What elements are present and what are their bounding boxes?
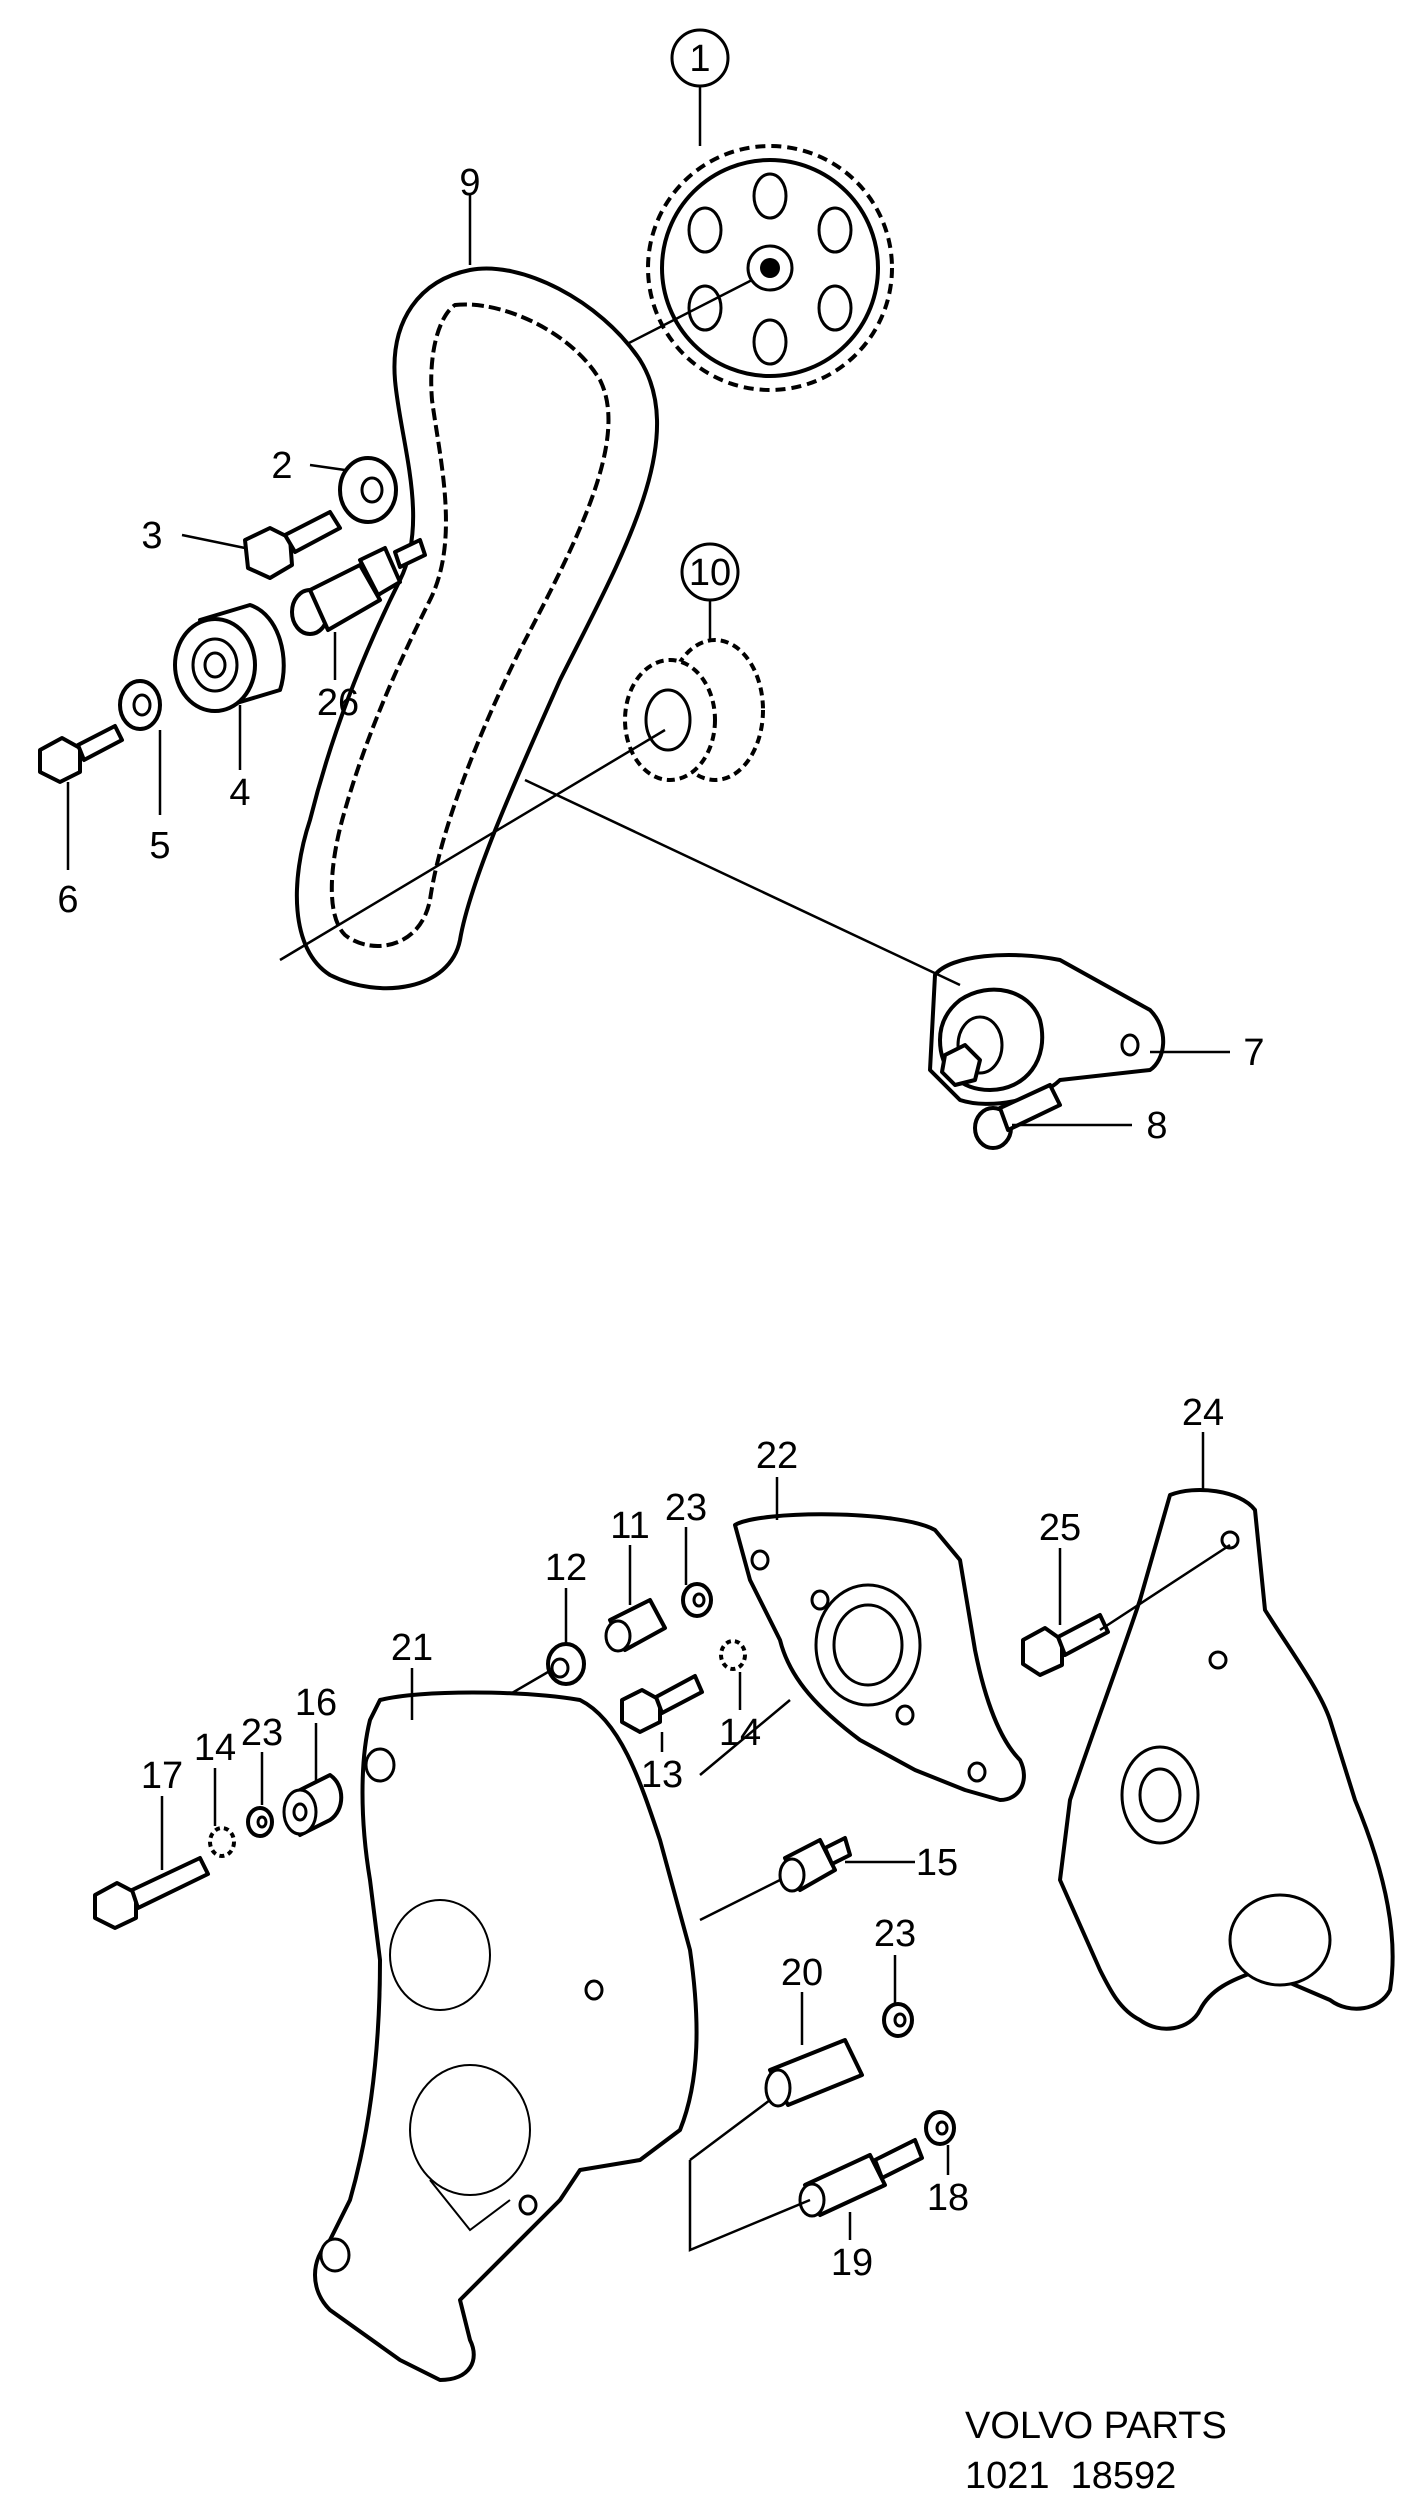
idler-pulley-part bbox=[173, 603, 286, 713]
callout-6: 6 bbox=[57, 879, 78, 921]
callout-17: 17 bbox=[141, 1755, 183, 1797]
washer-part bbox=[246, 1806, 274, 1838]
callout-8: 8 bbox=[1146, 1105, 1167, 1147]
leader-line bbox=[699, 1878, 781, 1922]
washer-part bbox=[882, 2002, 914, 2038]
stud-spacer-part bbox=[778, 1836, 852, 1893]
bushing-part bbox=[546, 1642, 586, 1686]
callout-23-top: 23 bbox=[665, 1487, 707, 1529]
callout-5: 5 bbox=[149, 825, 170, 867]
callout-12: 12 bbox=[545, 1547, 587, 1589]
callout-4: 4 bbox=[229, 772, 250, 814]
washer-part bbox=[681, 1582, 713, 1618]
callout-18: 18 bbox=[927, 2177, 969, 2219]
callout-26: 26 bbox=[317, 682, 359, 724]
lock-washer-part bbox=[719, 1639, 747, 1671]
leader-line bbox=[688, 2099, 811, 2252]
bolt-part bbox=[38, 724, 124, 784]
washer-part bbox=[924, 2110, 956, 2146]
timing-belt-part bbox=[294, 266, 660, 991]
callout-23-left: 23 bbox=[241, 1712, 283, 1754]
callout-circle bbox=[670, 28, 730, 88]
callout-14-left: 14 bbox=[194, 1727, 236, 1769]
leader-line bbox=[309, 463, 346, 472]
leader-line bbox=[279, 728, 666, 962]
callout-9: 9 bbox=[459, 162, 480, 204]
rear-timing-cover-part bbox=[1058, 1488, 1395, 2031]
front-timing-cover-part bbox=[313, 1690, 699, 2382]
bolt-part bbox=[620, 1674, 704, 1734]
callout-15: 15 bbox=[916, 1842, 958, 1884]
washer-part bbox=[338, 456, 398, 524]
callout-16: 16 bbox=[295, 1682, 337, 1724]
stud-spacer-part bbox=[798, 2138, 924, 2218]
callout-21: 21 bbox=[391, 1627, 433, 1669]
callout-14-center: 14 bbox=[719, 1712, 761, 1754]
callout-24: 24 bbox=[1182, 1392, 1224, 1434]
spacer-stud-part bbox=[290, 538, 427, 636]
camshaft-gear-part bbox=[646, 144, 894, 392]
crankshaft-gear-part bbox=[623, 638, 765, 782]
bolt-part bbox=[93, 1856, 210, 1930]
leader-line bbox=[699, 1699, 791, 1776]
callout-25: 25 bbox=[1039, 1507, 1081, 1549]
callout-circle bbox=[680, 542, 740, 602]
bolt-part bbox=[973, 1083, 1062, 1150]
callout-19: 19 bbox=[831, 2242, 873, 2284]
callout-10: 10 bbox=[689, 552, 731, 594]
callout-2: 2 bbox=[271, 445, 292, 487]
leader-line bbox=[181, 533, 246, 550]
cover-plate-part bbox=[733, 1512, 1026, 1802]
catalog-brand-text: VOLVO PARTS bbox=[965, 2405, 1227, 2447]
leader-line bbox=[1099, 1543, 1231, 1632]
bolt-part bbox=[1021, 1613, 1110, 1677]
callout-3: 3 bbox=[141, 515, 162, 557]
callout-1: 1 bbox=[689, 38, 710, 80]
spacer-sleeve-part bbox=[604, 1598, 667, 1653]
leader-line bbox=[524, 778, 961, 987]
lock-washer-part bbox=[208, 1826, 236, 1858]
catalog-number-text: 1021 18592 bbox=[965, 2455, 1176, 2496]
callout-20: 20 bbox=[781, 1952, 823, 1994]
washer-part bbox=[118, 679, 162, 731]
callout-13: 13 bbox=[641, 1754, 683, 1796]
callout-23-right: 23 bbox=[874, 1913, 916, 1955]
bushing-part bbox=[282, 1773, 344, 1837]
tensioner-part bbox=[928, 953, 1166, 1106]
callout-11: 11 bbox=[610, 1505, 649, 1547]
callout-22: 22 bbox=[756, 1435, 798, 1477]
spacer-part bbox=[764, 2038, 864, 2108]
callout-7: 7 bbox=[1243, 1032, 1264, 1074]
bolt-part bbox=[243, 510, 342, 580]
